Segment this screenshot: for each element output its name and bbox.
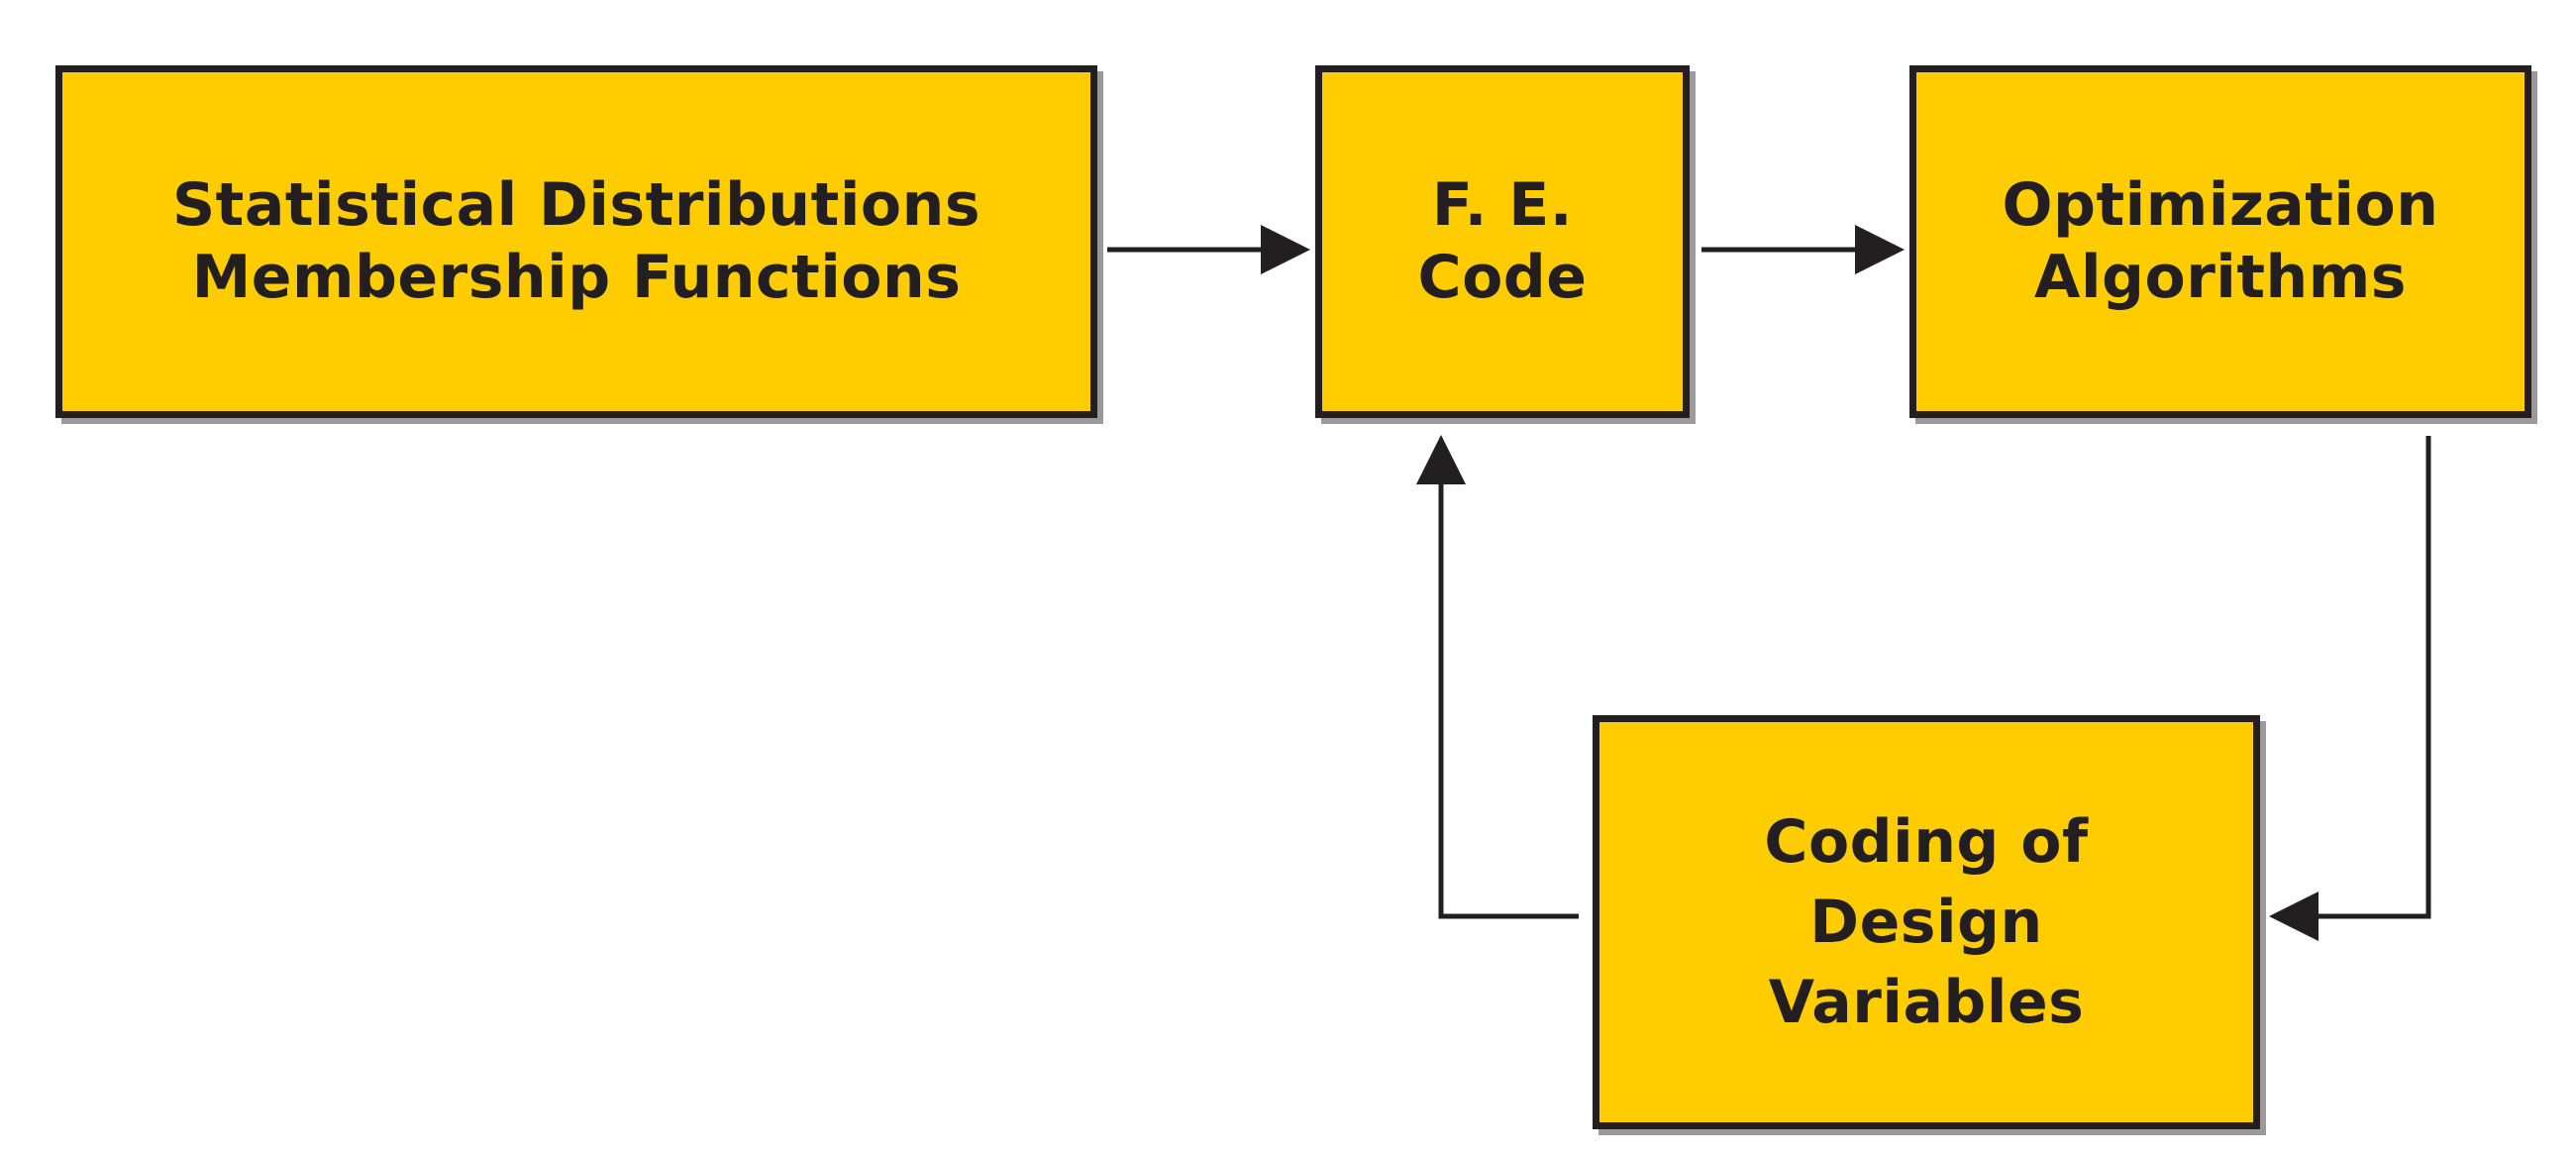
- optimization-algorithms-box: Optimization Algorithms: [1909, 65, 2531, 418]
- statistical-box-line-2: Membership Functions: [191, 243, 962, 312]
- coding-box-line-2: Design: [1809, 887, 2043, 957]
- fe-code-box: F. E. Code: [1315, 65, 1690, 418]
- coding-box-line-1: Coding of: [1764, 806, 2089, 877]
- fe-code-box-line-2: Code: [1417, 243, 1588, 312]
- statistical-distributions-box: Statistical Distributions Membership Fun…: [55, 65, 1097, 418]
- coding-box-line-3: Variables: [1768, 967, 2085, 1037]
- optimization-box-line-1: Optimization: [2002, 169, 2439, 240]
- statistical-box-line-1: Statistical Distributions: [171, 169, 981, 240]
- arrow-coding-to-fe-code: [1416, 435, 1579, 919]
- coding-of-design-variables-box: Coding of Design Variables: [1593, 715, 2260, 1129]
- arrow-optimization-to-coding: [2269, 436, 2431, 941]
- fe-code-box-line-1: F. E.: [1431, 169, 1574, 240]
- optimization-box-line-2: Algorithms: [2034, 243, 2407, 312]
